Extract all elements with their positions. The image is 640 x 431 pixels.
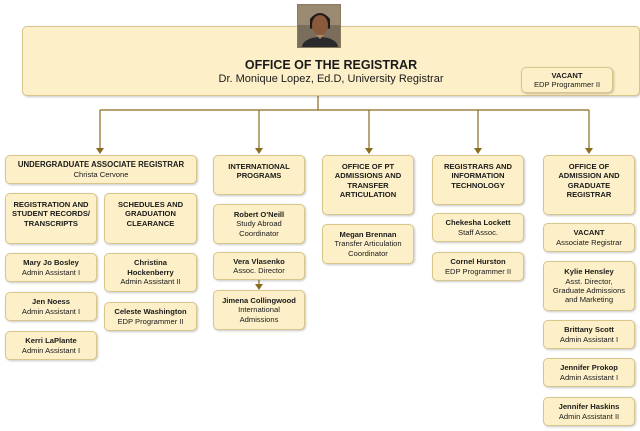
arrow-international: [255, 148, 263, 154]
pt-admissions-box: OFFICE OF PT ADMISSIONS AND TRANSFER ART…: [322, 155, 414, 215]
grad-title-3: GRADUATE: [567, 180, 611, 190]
staff-kylie-hensley: Kylie Hensley Asst. Director, Graduate A…: [543, 261, 635, 311]
staff-jimena-collingwood: Jimena Collingwood International Admissi…: [213, 290, 305, 330]
pt-title-2: ADMISSIONS AND: [334, 171, 402, 181]
staff-name: Chekesha Lockett: [445, 218, 511, 228]
staff-role: Admin Assistant I: [21, 306, 81, 316]
staff-name-2: Hockenberry: [127, 267, 174, 277]
staff-name: Cornel Hurston: [450, 257, 506, 267]
staff-brittany-scott: Brittany Scott Admin Assistant I: [543, 320, 635, 349]
staff-kerri-laplante: Kerri LaPlante Admin Assistant I: [5, 331, 97, 360]
staff-name: Celeste Washington: [114, 307, 187, 317]
staff-name: Kerri LaPlante: [25, 336, 77, 346]
staff-megan-brennan: Megan Brennan Transfer Articulation Coor…: [322, 224, 414, 264]
registration-records-box: REGISTRATION AND STUDENT RECORDS/ TRANSC…: [5, 193, 97, 244]
vacant-title: VACANT: [551, 70, 583, 80]
staff-role-1: Asst. Director,: [565, 276, 613, 286]
staff-jen-noess: Jen Noess Admin Assistant I: [5, 292, 97, 321]
staff-name: Jennifer Haskins: [558, 402, 620, 412]
grad-title-1: OFFICE OF: [568, 162, 610, 171]
schedules-title-3: CLEARANCE: [126, 218, 175, 228]
it-title-3: TECHNOLOGY: [451, 180, 505, 190]
international-title-2: PROGRAMS: [236, 171, 282, 181]
registrars-it-box: REGISTRARS AND INFORMATION TECHNOLOGY: [432, 155, 524, 205]
graduate-registrar-box: OFFICE OF ADMISSION AND GRADUATE REGISTR…: [543, 155, 635, 215]
arrow-vera-jimena: [255, 284, 263, 290]
international-programs-box: INTERNATIONAL PROGRAMS: [213, 155, 305, 195]
registrar-subtitle: Dr. Monique Lopez, Ed.D, University Regi…: [218, 73, 444, 85]
staff-role-2: Coordinator: [239, 228, 279, 238]
staff-role-2: Coordinator: [348, 248, 388, 258]
registration-title-2: STUDENT RECORDS/: [11, 209, 91, 219]
grad-title-4: REGISTRAR: [566, 190, 612, 200]
staff-role-1: International: [238, 305, 280, 315]
staff-cornel-hurston: Cornel Hurston EDP Programmer II: [432, 252, 524, 281]
staff-role: Admin Assistant I: [21, 267, 81, 277]
staff-role-3: and Marketing: [564, 295, 614, 305]
staff-mary-jo-bosley: Mary Jo Bosley Admin Assistant I: [5, 253, 97, 282]
arrow-undergrad: [96, 148, 104, 154]
staff-role: Admin Assistant II: [120, 277, 181, 287]
vacant-edp-box: VACANT EDP Programmer II: [521, 67, 613, 93]
staff-name: Jennifer Prokop: [560, 363, 618, 373]
staff-name: Kylie Hensley: [564, 267, 614, 277]
staff-role-2: Graduate Admissions: [552, 286, 626, 295]
staff-role-1: Transfer Articulation: [334, 239, 402, 249]
staff-role-1: Study Abroad: [236, 219, 282, 229]
schedules-title-2: GRADUATION: [125, 209, 176, 219]
staff-role: Assoc. Director: [233, 266, 285, 275]
arrow-pt: [365, 148, 373, 154]
registration-title-3: TRANSCRIPTS: [23, 218, 78, 228]
staff-name: Megan Brennan: [339, 229, 397, 239]
staff-role-2: Admissions: [239, 314, 279, 324]
staff-name: Jen Noess: [32, 297, 70, 307]
vacant-role: EDP Programmer II: [533, 80, 601, 89]
staff-role: Admin Assistant I: [559, 334, 619, 344]
international-title-1: INTERNATIONAL: [228, 162, 290, 171]
it-title-1: REGISTRARS AND: [443, 162, 513, 171]
registrar-portrait-icon: [298, 5, 340, 47]
staff-christina-hockenberry: Christina Hockenberry Admin Assistant II: [104, 253, 197, 292]
staff-role: Admin Assistant II: [558, 411, 620, 421]
undergrad-name: Christa Cervone: [73, 169, 129, 179]
staff-role: EDP Programmer II: [117, 316, 184, 326]
it-title-2: INFORMATION: [451, 171, 505, 181]
staff-name: Vera Vlasenko: [233, 256, 285, 266]
undergrad-title: UNDERGRADUATE ASSOCIATE REGISTRAR: [17, 160, 185, 170]
arrow-it: [474, 148, 482, 154]
arrow-graduate: [585, 148, 593, 154]
staff-name: Brittany Scott: [564, 325, 614, 335]
registration-title-1: REGISTRATION AND: [13, 200, 89, 209]
staff-name: VACANT: [573, 228, 605, 238]
staff-chekesha-lockett: Chekesha Lockett Staff Assoc.: [432, 213, 524, 242]
staff-name: Jimena Collingwood: [222, 295, 296, 305]
registrar-office-title: OFFICE OF THE REGISTRAR: [244, 58, 418, 72]
staff-jennifer-prokop: Jennifer Prokop Admin Assistant I: [543, 358, 635, 387]
staff-name-1: Christina: [134, 258, 167, 268]
staff-vacant-associate-registrar: VACANT Associate Registrar: [543, 223, 635, 252]
pt-title-3: TRANSFER: [347, 180, 389, 190]
staff-role: Admin Assistant I: [559, 372, 619, 382]
staff-role: Associate Registrar: [556, 237, 622, 247]
grad-title-2: ADMISSION AND: [558, 171, 620, 181]
staff-jennifer-haskins: Jennifer Haskins Admin Assistant II: [543, 397, 635, 426]
staff-name: Mary Jo Bosley: [23, 258, 79, 268]
pt-title-1: OFFICE OF PT: [341, 162, 395, 171]
staff-robert-oneill: Robert O'Neill Study Abroad Coordinator: [213, 204, 305, 244]
registrar-photo: [297, 4, 341, 48]
staff-vera-vlasenko: Vera Vlasenko Assoc. Director: [213, 252, 305, 280]
schedules-title-1: SCHEDULES AND: [117, 200, 184, 209]
staff-role: EDP Programmer II: [444, 266, 512, 276]
staff-name: Robert O'Neill: [233, 209, 285, 219]
pt-title-4: ARTICULATION: [339, 190, 397, 200]
staff-celeste-washington: Celeste Washington EDP Programmer II: [104, 302, 197, 331]
schedules-graduation-box: SCHEDULES AND GRADUATION CLEARANCE: [104, 193, 197, 244]
undergrad-assoc-registrar-box: UNDERGRADUATE ASSOCIATE REGISTRAR Christ…: [5, 155, 197, 184]
staff-role: Admin Assistant I: [21, 345, 81, 355]
staff-role: Staff Assoc.: [458, 227, 498, 237]
